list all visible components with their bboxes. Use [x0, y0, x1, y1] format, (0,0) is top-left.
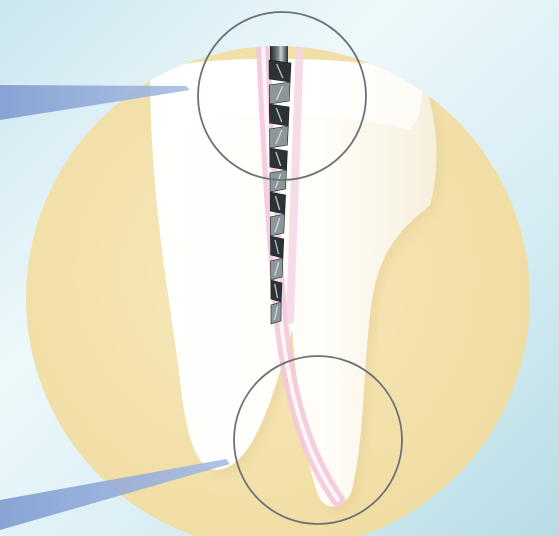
root-canal-file-illustration — [0, 0, 559, 536]
illustration-stage — [0, 0, 559, 536]
